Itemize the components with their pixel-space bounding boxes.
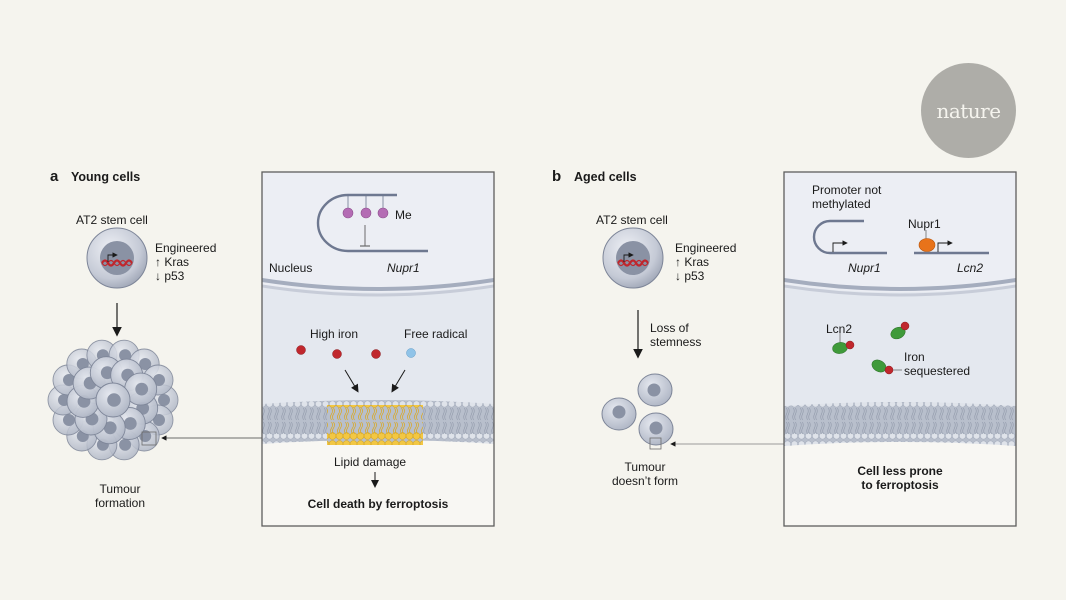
- gene-label-nupr1-b: Nupr1: [848, 261, 881, 275]
- stem-cell-a: [86, 227, 148, 289]
- iron-icon: [296, 345, 306, 355]
- methylated-promoter: [316, 193, 428, 253]
- high-iron-label: High iron: [310, 327, 359, 341]
- tumour-cell-nucleus: [63, 374, 75, 386]
- tumour-cell-nucleus: [158, 394, 170, 406]
- iron-sequestered-label: Iron sequestered: [904, 350, 971, 378]
- tumour-cell-nucleus: [119, 349, 132, 362]
- promoter-arrow-icon: [623, 252, 634, 262]
- tumour-cell-nucleus: [153, 374, 165, 386]
- tumour-cluster: [47, 339, 179, 461]
- free-radical-label: Free radical: [404, 327, 468, 341]
- free-radical-icon: [406, 348, 416, 358]
- tumour-cell-nucleus: [123, 417, 137, 430]
- result-label-a: Cell death by ferroptosis: [307, 497, 449, 511]
- tumour-cell-nucleus: [63, 414, 75, 426]
- panel-title-a: Young cells: [71, 170, 141, 184]
- result-label-b: Cell less prone to ferroptosis: [857, 464, 943, 492]
- zoom-indicator-b: [649, 437, 662, 450]
- engineered-label-a: Engineered ↑ Kras ↓ p53: [155, 241, 217, 283]
- iron-icon: [371, 349, 381, 359]
- tumour-cell-nucleus: [119, 438, 132, 451]
- nuclear-envelope: [784, 278, 1016, 291]
- nupr1-protein-icon: [918, 238, 936, 252]
- engineered-label-b: Engineered ↑ Kras ↓ p53: [675, 241, 737, 283]
- transition-label: Loss of stemness: [650, 321, 702, 349]
- unmethylated-promoter: [812, 219, 989, 255]
- outcome-label-a: Tumour formation: [94, 482, 146, 510]
- methyl-group-icon: [377, 207, 389, 219]
- promoter-arrow-icon: [107, 252, 118, 262]
- lcn2-label: Lcn2: [826, 322, 853, 336]
- gene-label-lcn2: Lcn2: [957, 261, 984, 275]
- logo-text: nature: [936, 98, 1001, 123]
- panel-title-b: Aged cells: [574, 170, 637, 184]
- stem-cell-label-a: AT2 stem cell: [76, 213, 148, 227]
- tumour-cell-nucleus: [135, 382, 149, 396]
- iron-icon: [332, 349, 342, 359]
- panel-letter-b: b: [552, 168, 562, 185]
- iron-icon: [845, 340, 855, 350]
- zoom-box-b: [784, 172, 1016, 526]
- promoter-label: Promoter not methylated: [812, 183, 882, 211]
- zoom-indicator-a: [141, 431, 157, 446]
- transcription-arrow-icon: [832, 240, 848, 252]
- tumour-cell-nucleus: [153, 414, 165, 426]
- methyl-group-icon: [342, 207, 354, 219]
- arrow-iron: [344, 369, 359, 393]
- iron-icon: [900, 321, 910, 331]
- differentiated-cells: [601, 373, 674, 446]
- gene-label-nupr1-a: Nupr1: [387, 261, 420, 275]
- nupr1-protein-label: Nupr1: [908, 217, 941, 231]
- stem-cell-b: [602, 227, 664, 289]
- methyl-group-icon: [360, 207, 372, 219]
- lipid-damage-label: Lipid damage: [334, 455, 407, 469]
- outcome-label-b: Tumour doesn’t form: [611, 460, 679, 488]
- stem-cell-label-b: AT2 stem cell: [596, 213, 668, 227]
- nucleus-label: Nucleus: [269, 261, 313, 275]
- lcn2-iron-complexes: [832, 321, 910, 375]
- transcription-arrow-icon: [937, 240, 953, 252]
- damaged-lipids: [327, 405, 423, 445]
- iron-icon: [884, 365, 894, 375]
- tumour-cell-nucleus: [139, 358, 152, 370]
- cell-membrane-b: [784, 402, 1016, 446]
- nuclear-envelope: [262, 278, 494, 291]
- methyl-label: Me: [395, 208, 412, 222]
- tumour-cell-nucleus: [107, 393, 121, 407]
- dna-icon: [617, 259, 649, 267]
- tumour-cell-nucleus: [103, 421, 117, 435]
- nature-logo: nature: [921, 63, 1016, 158]
- arrow-radical: [391, 369, 406, 393]
- dna-icon: [101, 259, 133, 267]
- panel-letter-a: a: [50, 168, 59, 185]
